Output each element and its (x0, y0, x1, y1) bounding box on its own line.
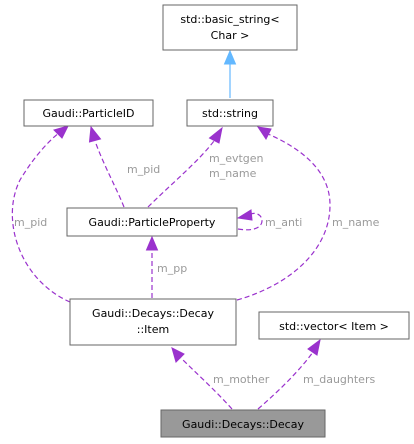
svg-text:::Item: ::Item (137, 323, 169, 336)
svg-text:Char >: Char > (211, 29, 250, 42)
node-particle-id[interactable]: Gaudi::ParticleID (23, 99, 154, 127)
edge-label-m-evtgen: m_evtgen (209, 152, 264, 165)
edge-m-mother-decay-to-item (171, 347, 233, 410)
edge-label-m-mother: m_mother (213, 373, 270, 386)
edge-string-to-basic-string (223, 49, 237, 98)
edge-m-pid-property-to-particleid (88, 125, 125, 208)
svg-text:std::vector< Item >: std::vector< Item > (279, 320, 389, 333)
inherit-arrowhead (223, 49, 237, 65)
edge-m-pid-item-to-particleid (11, 125, 71, 303)
svg-text:Gaudi::ParticleID: Gaudi::ParticleID (42, 107, 134, 120)
edge-m-evtgen-property-to-string (147, 126, 223, 208)
node-vector-item[interactable]: std::vector< Item > (258, 311, 410, 340)
edge-m-pp-item-to-property (145, 235, 159, 298)
edge-m-anti-self-loop (236, 209, 263, 231)
edge-m-daughters-decay-to-vector (257, 338, 321, 410)
node-decay-item[interactable]: Gaudi::Decays::Decay ::Item (69, 298, 237, 346)
edge-label-m-anti: m_anti (265, 216, 302, 229)
svg-text:Gaudi::ParticleProperty: Gaudi::ParticleProperty (89, 216, 216, 229)
edge-label-m-name-mid: m_name (209, 167, 257, 180)
svg-text:std::basic_string<: std::basic_string< (180, 13, 279, 26)
edge-label-m-pid-mid: m_pid (127, 163, 160, 176)
edge-label-m-pp: m_pp (157, 262, 187, 275)
svg-text:Gaudi::Decays::Decay: Gaudi::Decays::Decay (92, 307, 214, 320)
edge-m-name-item-to-string (236, 126, 331, 301)
svg-text:std::string: std::string (202, 107, 258, 120)
node-std-string[interactable]: std::string (186, 99, 274, 127)
edge-label-m-name-right: m_name (332, 216, 380, 229)
edge-label-m-daughters: m_daughters (303, 373, 375, 386)
svg-text:Gaudi::Decays::Decay: Gaudi::Decays::Decay (182, 418, 304, 431)
edge-label-m-pid-left: m_pid (14, 216, 47, 229)
node-decay[interactable]: Gaudi::Decays::Decay (160, 409, 326, 438)
node-basic-string[interactable]: std::basic_string< Char > (162, 4, 298, 51)
node-particle-property[interactable]: Gaudi::ParticleProperty (66, 207, 238, 237)
